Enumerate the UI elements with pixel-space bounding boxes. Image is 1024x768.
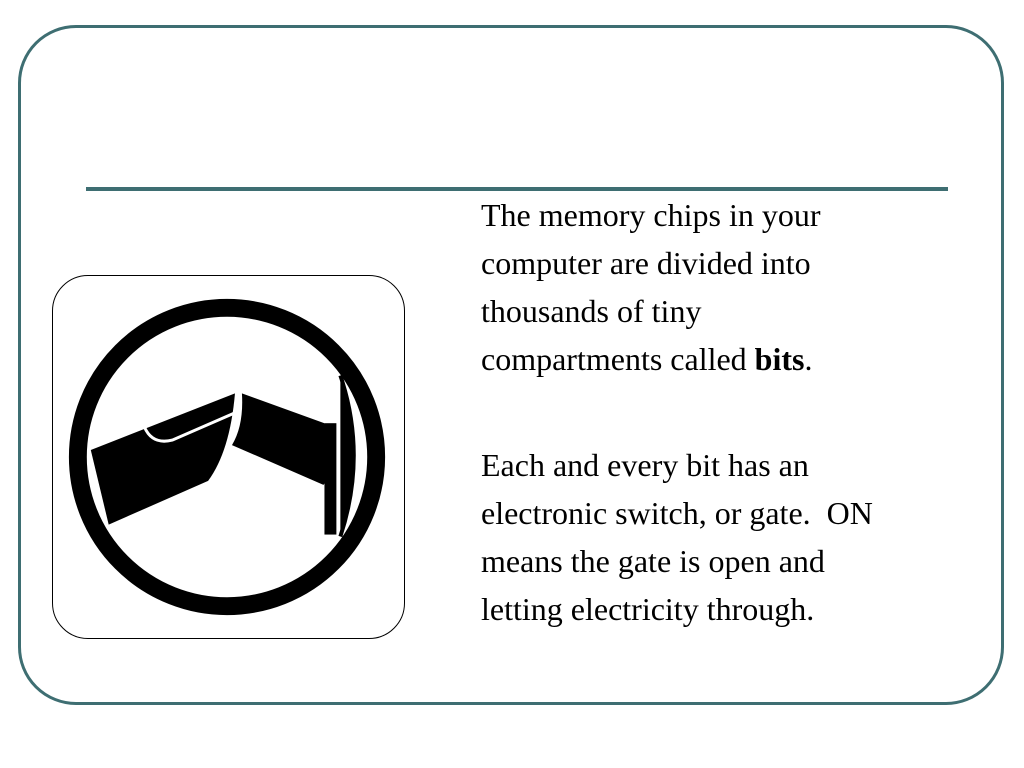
text-fragment: . [804, 341, 813, 377]
text-line: Each and every bit has an [481, 447, 809, 483]
text-line: electronic switch, or gate. ON [481, 495, 873, 531]
paragraph-memory-chips: The memory chips in your computer are di… [481, 191, 981, 383]
slide-frame [18, 25, 1004, 705]
body-text: The memory chips in your computer are di… [481, 191, 981, 633]
text-line: The memory chips in your [481, 197, 821, 233]
illustration-card [52, 275, 405, 639]
text-fragment: compartments called [481, 341, 755, 377]
title-divider [86, 187, 948, 191]
paragraph-electronic-switch: Each and every bit has an electronic swi… [481, 441, 981, 633]
text-line: letting electricity through. [481, 591, 815, 627]
text-line-with-bold: compartments called bits. [481, 335, 981, 383]
bold-term-bits: bits [754, 341, 805, 377]
text-line: computer are divided into [481, 245, 811, 281]
text-line: means the gate is open and [481, 543, 825, 579]
switch-gate-icon [68, 298, 386, 616]
text-line: thousands of tiny [481, 293, 702, 329]
